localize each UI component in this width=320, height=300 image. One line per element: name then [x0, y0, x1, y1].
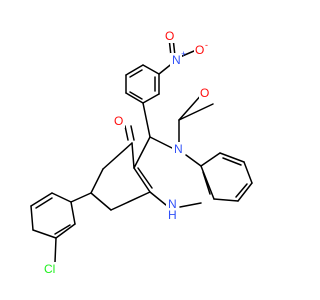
svg-text:N: N — [168, 197, 177, 211]
svg-text:N: N — [174, 142, 183, 156]
diazepine-nitrogen-label: N — [172, 142, 185, 156]
svg-text:N: N — [172, 53, 181, 67]
amine-nitrogen-label: N H — [166, 197, 179, 222]
nitro-nitrogen-label: N + — [170, 49, 186, 67]
acetyl-oxygen-label: O — [199, 86, 211, 100]
diazepine-ring — [133, 102, 202, 208]
ring-carbonyl-oxygen-label: O — [113, 114, 125, 128]
svg-text:+: + — [181, 49, 186, 59]
svg-text:Cl: Cl — [44, 262, 55, 276]
structure-svg: N + O O - O O N N H Cl — [30, 29, 253, 276]
svg-text:H: H — [168, 208, 177, 222]
svg-text:O: O — [200, 86, 209, 100]
svg-text:O: O — [195, 43, 204, 57]
svg-text:O: O — [165, 29, 174, 43]
chlorine-label: Cl — [43, 262, 62, 276]
benzo-ring — [200, 152, 253, 202]
chlorophenyl-ring — [30, 192, 92, 263]
molecule-diagram: N + O O - O O N N H Cl — [30, 29, 253, 276]
acetyl-group — [178, 92, 214, 143]
nitro-oxygen-right-label: O - — [194, 40, 208, 57]
nitrophenyl-ring — [125, 64, 160, 104]
svg-text:O: O — [114, 114, 123, 128]
nitro-oxygen-top-label: O — [164, 29, 176, 43]
svg-text:-: - — [205, 40, 208, 50]
cyclohexenone-ring — [90, 125, 151, 211]
